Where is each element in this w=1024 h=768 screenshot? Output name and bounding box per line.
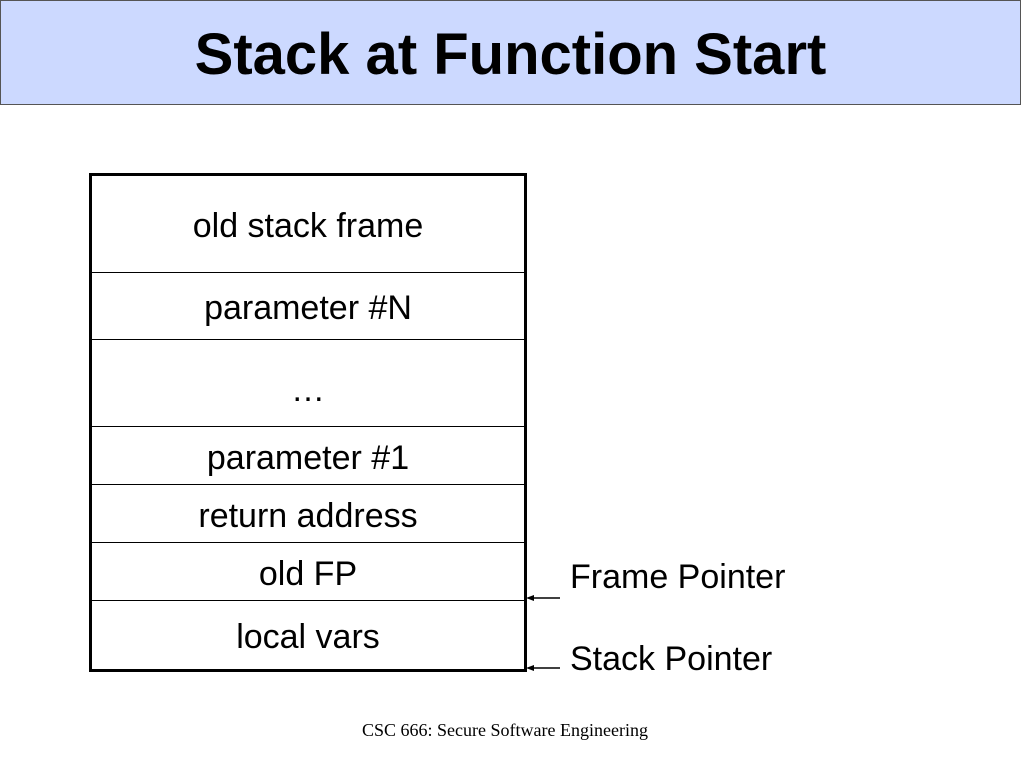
stack-cell-label: local vars [236,618,380,656]
stack-cell-label: return address [198,497,418,535]
stack-pointer-arrow [526,665,560,671]
stack-cell-parameter-n: parameter #N [92,273,524,340]
stack-diagram: old stack frame parameter #N … parameter… [89,173,527,672]
stack-pointer-label: Stack Pointer [570,640,773,678]
stack-cell-label: parameter #N [204,289,412,327]
stack-cell-label: old FP [258,555,358,593]
frame-pointer-arrow [526,595,560,601]
stack-cell-label: parameter #1 [206,439,410,477]
slide-footer: CSC 666: Secure Software Engineering [362,720,648,740]
pointer-arrows [526,595,560,671]
stack-cell-old-fp: old FP [92,543,524,601]
title-bar [0,0,1021,105]
frame-pointer-label: Frame Pointer [570,558,786,596]
stack-cell-local-vars: local vars [92,601,524,669]
stack-cell-label: … [291,371,325,409]
slide-title: Stack at Function Start [194,22,827,87]
stack-cell-label: old stack frame [192,207,424,245]
stack-cell-parameter-1: parameter #1 [92,427,524,485]
stack-cell-old-stack-frame: old stack frame [92,176,524,273]
stack-cell-return-address: return address [92,485,524,543]
stack-cell-ellipsis: … [92,340,524,427]
